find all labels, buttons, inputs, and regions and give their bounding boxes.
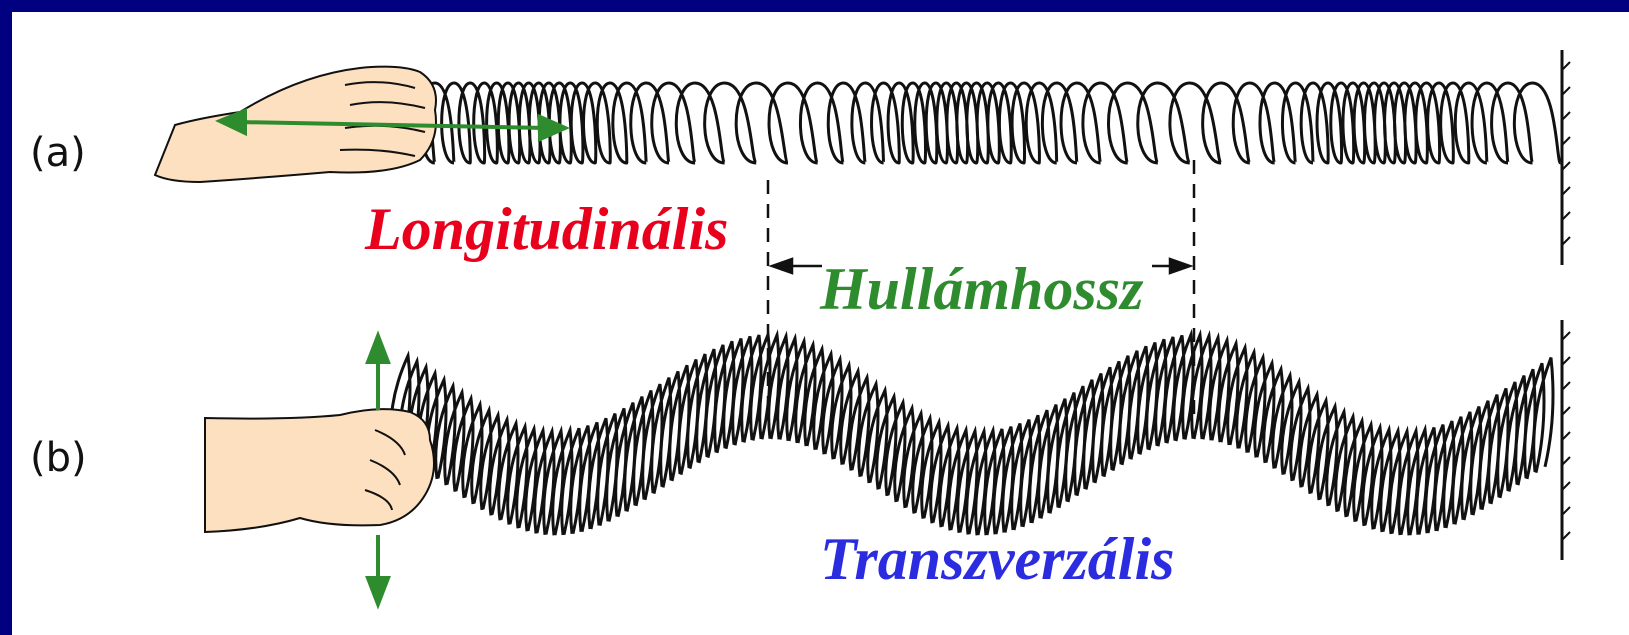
longitudinal-caption: Longitudinális — [365, 195, 728, 264]
wavelength-caption: Hullámhossz — [820, 255, 1143, 324]
panel-label-b: (b) — [30, 435, 87, 481]
wall-top — [1562, 50, 1570, 265]
panel-label-a: (a) — [30, 130, 86, 176]
wall-bottom — [1562, 320, 1570, 560]
transverse-caption: Transzverzális — [820, 525, 1175, 594]
hand-bottom-icon — [205, 409, 434, 532]
transverse-spring — [391, 335, 1553, 536]
